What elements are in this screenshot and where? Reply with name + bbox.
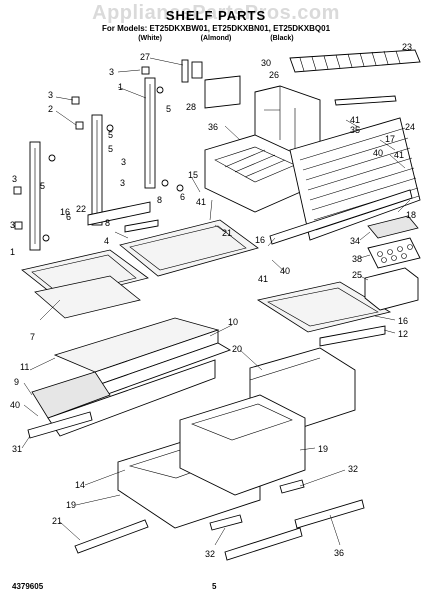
color-white: (White) (138, 35, 162, 42)
callout-38: 38 (352, 254, 362, 264)
rail-22 (87, 201, 151, 226)
callout-7: 7 (30, 332, 35, 342)
rail-18 (269, 189, 413, 245)
callout-2: 2 (48, 104, 53, 114)
rail-12 (319, 325, 386, 347)
callout-25: 24 (405, 122, 415, 132)
shelf-7 (34, 275, 141, 319)
model-colors: (White) (Almond) (Black) (0, 35, 432, 42)
callout-10: 10 (228, 317, 238, 327)
callout-8: 8 (157, 195, 162, 205)
callout-1: 1 (118, 82, 123, 92)
color-almond: (Almond) (200, 35, 232, 42)
bin-27 (364, 267, 419, 311)
callout-18: 18 (406, 210, 416, 220)
shelf-16-right (256, 281, 392, 333)
callout-14: 15 (188, 170, 198, 180)
color-black: (Black) (270, 35, 294, 42)
handle-36 (294, 499, 365, 529)
callout-labels: 27 3 5 28 30 23 26 24 3 1 2 5 5 3 36 41 … (10, 42, 416, 559)
callout-21: 21 (52, 516, 62, 526)
callout-34: 35 (350, 125, 360, 135)
callout-3c: 3 (121, 157, 126, 167)
callout-6: 6 (180, 192, 185, 202)
callout-5: 5 (166, 104, 171, 114)
callout-41c: 41 (196, 197, 206, 207)
callout-29: 28 (186, 102, 196, 112)
callout-1b: 1 (10, 247, 15, 257)
callout-16c: 16 (398, 316, 408, 326)
callout-24: 23 (402, 42, 412, 52)
callout-12: 12 (398, 329, 408, 339)
cover-37 (367, 215, 419, 239)
basket-35 (204, 134, 306, 213)
callout-39b: 40 (280, 266, 290, 276)
callout-4: 4 (104, 236, 109, 246)
callout-28: 27 (140, 52, 150, 62)
callout-11: 11 (20, 362, 29, 372)
clips (13, 66, 184, 242)
callout-23: 21 (222, 228, 232, 238)
callout-8b: 8 (105, 218, 110, 228)
document-number: 4379605 (12, 582, 44, 591)
shelf-14 (119, 219, 259, 277)
drawer-19-right (179, 394, 306, 496)
panel-30 (204, 75, 241, 109)
callout-16b: 16 (255, 235, 265, 245)
callout-40: 40 (10, 400, 20, 410)
callout-20: 20 (232, 344, 242, 354)
leader-lines (21, 57, 411, 546)
callout-27: 25 (352, 270, 362, 280)
callout-26: 26 (269, 70, 279, 80)
callout-19b: 19 (66, 500, 76, 510)
rail-8 (124, 219, 159, 233)
wire-shelf-24 (289, 49, 421, 73)
wire-shelf-17 (289, 117, 421, 241)
callout-3e: 3 (120, 178, 125, 188)
ladder-3 (29, 141, 41, 251)
callout-36: 36 (334, 548, 344, 558)
callout-30: 30 (261, 58, 271, 68)
egg-tray-38 (367, 237, 421, 269)
rail-21 (74, 519, 149, 554)
callout-6b: 6 (66, 212, 71, 222)
callout-41b: 41 (394, 150, 404, 160)
page-title: SHELF PARTS (165, 8, 267, 23)
callout-41d: 41 (258, 274, 268, 284)
ladder-2 (91, 114, 103, 226)
callout-3d: 3 (12, 174, 17, 184)
callout-5d: 5 (40, 181, 45, 191)
callout-37: 34 (350, 236, 360, 246)
callout-32: 32 (348, 464, 358, 474)
rail-31 (27, 411, 93, 439)
rail-25 (334, 95, 397, 106)
callout-35: 36 (208, 122, 218, 132)
callout-15: 14 (75, 480, 85, 490)
handle-32-lower (209, 514, 243, 531)
callout-16: 16 (60, 207, 70, 217)
callout-22: 22 (76, 204, 86, 214)
bracket-28-29 (181, 59, 203, 83)
callout-17: 17 (385, 134, 395, 144)
callout-41: 41 (350, 115, 360, 125)
callout-5c: 5 (108, 144, 113, 154)
callout-3: 3 (109, 67, 114, 77)
callout-5b: 5 (108, 130, 113, 140)
handle-32-upper (279, 479, 305, 494)
ladder-1 (144, 77, 156, 189)
callout-3f: 3 (10, 220, 15, 230)
page-number: 5 (212, 582, 217, 591)
callout-31: 31 (12, 444, 22, 454)
callout-3b: 3 (48, 90, 53, 100)
callout-32b: 32 (205, 549, 215, 559)
callout-9: 9 (14, 377, 19, 387)
model-numbers: For Models: ET25DKXBW01, ET25DKXBN01, ET… (101, 24, 331, 33)
callout-39: 40 (373, 148, 383, 158)
callout-19: 19 (318, 444, 328, 454)
handle-36-lower (224, 527, 303, 561)
